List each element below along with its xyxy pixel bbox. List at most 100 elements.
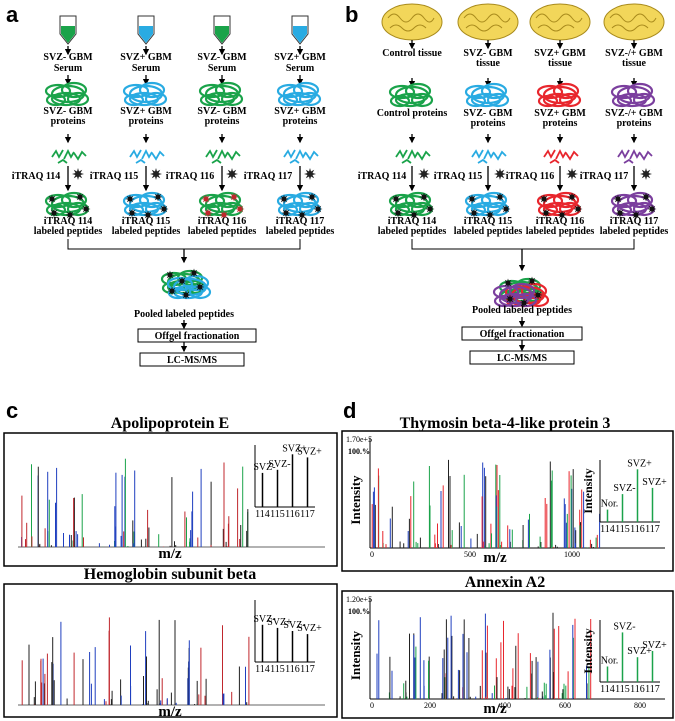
protein-loop	[276, 193, 304, 209]
protein-loop	[50, 194, 86, 214]
tissue-label: Control tissue	[382, 48, 442, 59]
protein-loop	[277, 93, 299, 107]
itraq-tag-label: iTRAQ 115	[434, 171, 483, 182]
reporter-tick: 114	[255, 509, 270, 520]
itraq-tag-icon	[65, 210, 75, 220]
step-box-lcms	[469, 350, 575, 365]
itraq-tag-icon	[495, 192, 505, 202]
protein-blob	[122, 191, 168, 217]
itraq-tag-icon	[557, 210, 567, 220]
protein-blob	[610, 82, 656, 108]
itraq-tag-icon	[519, 298, 529, 308]
protein-blob	[44, 81, 90, 107]
protein-blob	[536, 82, 582, 108]
labeled-label: iTRAQ 116	[198, 216, 247, 227]
itraq-tag-icon	[226, 168, 238, 180]
tissue-label: tissue	[622, 58, 646, 69]
protein-loop	[626, 191, 654, 209]
reporter-tick: 115	[615, 684, 630, 695]
proteins-label: SVZ+ GBM	[534, 108, 586, 119]
protein-loop	[204, 84, 240, 104]
protein-loop	[632, 92, 656, 108]
itraq-tag-icon	[201, 194, 211, 204]
protein-loop	[394, 85, 430, 105]
reporter-label: SVZ-	[613, 483, 635, 494]
protein-loop	[552, 191, 580, 209]
peptide-fragments	[395, 148, 431, 164]
reporter-label: SVZ-	[253, 462, 275, 473]
protein-loop	[465, 94, 487, 108]
ylabel: Intensity	[348, 475, 363, 525]
itraq-tag-icon	[304, 168, 316, 180]
reporter-label: SVZ+	[282, 443, 307, 454]
inset-ylabel: Intensity	[581, 628, 595, 673]
protein-loop	[128, 194, 164, 214]
inset-ylabel: Intensity	[581, 468, 595, 513]
protein-blob	[276, 81, 322, 107]
reporter-tick: 115	[270, 664, 285, 675]
protein-loop	[60, 81, 88, 99]
spectrum-title-apoe: Apolipoprotein E	[111, 415, 229, 432]
protein-loop	[626, 82, 654, 100]
reporter-label: SVZ+	[642, 640, 667, 651]
proteins-label: SVZ-/+ GBM	[605, 108, 663, 119]
protein-blob	[122, 81, 168, 107]
itraq-tag-icon	[640, 168, 652, 180]
itraq-tag-icon	[419, 192, 429, 202]
spectrum-frame-hbb	[3, 583, 338, 718]
reporter-label: SVZ-	[283, 620, 305, 631]
protein-blob	[492, 282, 538, 308]
itraq-tag-icon	[159, 204, 169, 214]
ymax-label: 1.70e+5	[346, 435, 372, 444]
protein-loop	[198, 193, 226, 209]
itraq-tag-icon	[539, 194, 549, 204]
protein-loop	[66, 91, 90, 107]
itraq-tag-icon	[501, 204, 511, 214]
itraq-tag-icon	[167, 286, 177, 296]
itraq-tag-label: iTRAQ 116	[506, 171, 555, 182]
protein-loop	[388, 84, 416, 100]
brain-shape	[603, 3, 665, 41]
reporter-tick: 117	[645, 684, 660, 695]
itraq-tag-icon	[75, 192, 85, 202]
panel-c-spectra: Apolipoprotein E m/z 114SVZ-115SVZ-116SV…	[3, 415, 338, 720]
protein-loop	[60, 191, 88, 209]
itraq-tag-icon	[81, 204, 91, 214]
xlabel-hbb: m/z	[158, 704, 182, 720]
itraq-tag-icon	[181, 290, 191, 300]
itraq-tag-icon	[189, 268, 199, 278]
protein-loop	[220, 91, 244, 107]
protein-loop	[610, 84, 638, 100]
labeled-suffix: labeled peptides	[112, 226, 181, 237]
brain-shape	[381, 3, 443, 41]
protein-loop	[276, 83, 304, 99]
itraq-tag-icon	[235, 204, 245, 214]
x-tick: 400	[499, 701, 511, 710]
reporter-tick: 117	[645, 524, 660, 535]
protein-loop	[123, 93, 145, 107]
protein-loop	[298, 91, 322, 107]
protein-loop	[204, 194, 240, 214]
protein-loop	[610, 193, 638, 209]
reporter-tick: 116	[630, 524, 645, 535]
proteins-label: proteins	[129, 116, 164, 127]
x-tick: 200	[424, 701, 436, 710]
protein-loop	[282, 194, 318, 214]
proteins-label: proteins	[51, 116, 86, 127]
reporter-label: SVZ-	[268, 459, 290, 470]
labeled-label: iTRAQ 114	[44, 216, 93, 227]
pct-label: 100.%	[348, 607, 370, 616]
x-tick: 1000	[564, 550, 580, 559]
tube-fill	[61, 26, 75, 43]
itraq-tag-icon	[150, 168, 162, 180]
reporter-tick: 115	[615, 524, 630, 535]
protein-loop	[486, 92, 510, 108]
protein-loop	[388, 193, 416, 209]
x-tick: 0	[370, 701, 374, 710]
protein-loop	[128, 84, 164, 104]
protein-loop	[199, 93, 221, 107]
protein-loop	[214, 191, 242, 209]
itraq-tag-icon	[494, 168, 506, 180]
protein-loop	[558, 92, 582, 108]
